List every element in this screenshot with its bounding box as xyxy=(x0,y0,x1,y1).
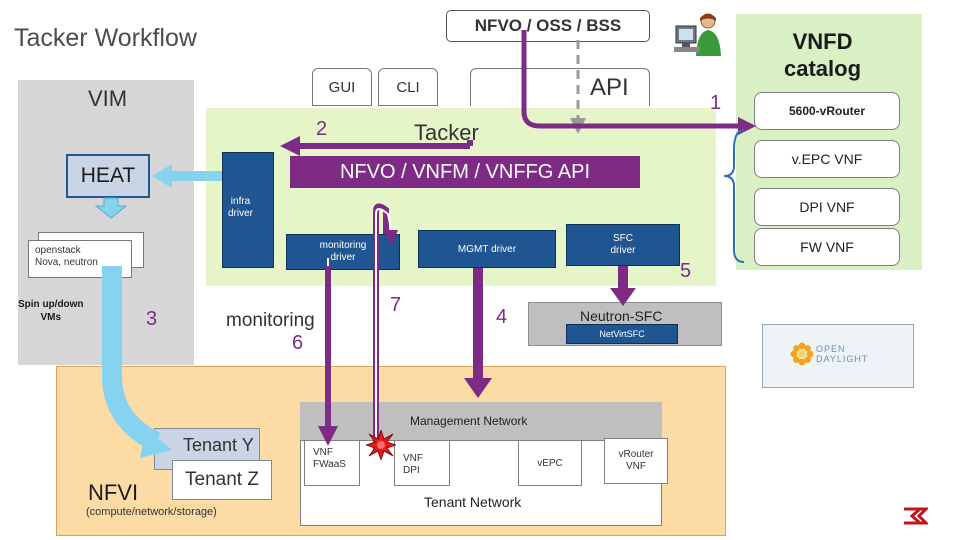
opendaylight-logo-text: OPEN DAYLIGHT xyxy=(816,344,869,364)
infra-driver-label: infra driver xyxy=(228,196,254,219)
monitoring-label: monitoring xyxy=(226,310,315,331)
catalog-item-dpi-vnf: DPI VNF xyxy=(754,188,900,226)
step-7-label: 7 xyxy=(390,294,402,316)
catalog-item-vepc-vnf: v.EPC VNF xyxy=(754,140,900,178)
gui-label: GUI xyxy=(328,78,356,96)
sfc-driver-box: SFC driver xyxy=(566,224,680,266)
monitoring-driver-box: monitoring driver xyxy=(286,234,400,270)
openstack-label: openstack Nova, neutron xyxy=(35,245,98,268)
nfvo-oss-bss-label: NFVO / OSS / BSS xyxy=(474,16,622,35)
nfvo-oss-bss-box: NFVO / OSS / BSS xyxy=(446,10,650,42)
nfvi-sub-label: (compute/network/storage) xyxy=(86,506,217,518)
nfvo-vnfm-vnffg-api-bar: NFVO / VNFM / VNFFG API xyxy=(290,156,640,188)
nfvi-label: NFVI xyxy=(88,480,139,505)
vnf-fwaas-box: VNF FWaaS xyxy=(304,440,360,486)
step-1-label: 1 xyxy=(710,92,722,114)
catalog-item-label: FW VNF xyxy=(800,239,854,255)
api-label: API xyxy=(590,74,629,101)
spin-up-label: Spin up/down VMs xyxy=(18,299,84,323)
management-network-label: Management Network xyxy=(410,414,528,428)
step-5-label: 5 xyxy=(680,260,692,282)
vnf-fwaas-label: VNF FWaaS xyxy=(313,447,346,470)
vepc-label: vEPC xyxy=(537,457,563,469)
vepc-box: vEPC xyxy=(518,440,582,486)
opendaylight-box xyxy=(762,324,914,388)
tenant-network-label: Tenant Network xyxy=(424,494,522,510)
step-2-label: 2 xyxy=(316,118,328,140)
tenant-network-area xyxy=(300,440,662,526)
tenant-z-box: Tenant Z xyxy=(172,460,272,500)
catalog-item-fw-vnf: FW VNF xyxy=(754,228,900,266)
opendaylight-flower-icon xyxy=(790,342,814,366)
cli-tab: CLI xyxy=(378,68,438,106)
netvirt-sfc-box: NetVirtSFC xyxy=(566,324,678,344)
neutron-sfc-label: Neutron-SFC xyxy=(580,308,663,324)
vim-label: VIM xyxy=(88,86,128,111)
step-3-label: 3 xyxy=(146,308,158,330)
catalog-item-label: 5600-vRouter xyxy=(788,104,866,118)
nfvo-vnfm-vnffg-api-label: NFVO / VNFM / VNFFG API xyxy=(339,160,591,183)
heat-box: HEAT xyxy=(66,154,150,198)
sfc-driver-label: SFC driver xyxy=(610,233,636,256)
catalog-item-5600-vrouter: 5600-vRouter xyxy=(754,92,900,130)
tenant-y-label: Tenant Y xyxy=(183,435,254,455)
page-title: Tacker Workflow xyxy=(14,24,197,52)
tacker-label: Tacker xyxy=(414,120,479,145)
gui-tab: GUI xyxy=(312,68,372,106)
monitoring-driver-label: monitoring driver xyxy=(319,240,367,263)
management-network-bar xyxy=(300,402,662,440)
netvirt-sfc-label: NetVirtSFC xyxy=(599,329,645,339)
catalog-title: VNFD catalog xyxy=(784,29,862,81)
user-at-computer-icon xyxy=(670,12,726,58)
vrouter-vnf-box: vRouter VNF xyxy=(604,438,668,484)
cli-label: CLI xyxy=(396,78,420,96)
step-4-label: 4 xyxy=(496,306,508,328)
catalog-item-label: v.EPC VNF xyxy=(791,151,863,167)
red-burst-alert-icon xyxy=(366,430,396,460)
mgmt-driver-box: MGMT driver xyxy=(418,230,556,268)
catalog-item-label: DPI VNF xyxy=(799,199,855,215)
openstack-box: openstack Nova, neutron xyxy=(28,240,132,278)
vnf-dpi-box: VNF DPI xyxy=(394,440,450,486)
vnf-dpi-label: VNF DPI xyxy=(403,453,423,476)
tenant-z-label: Tenant Z xyxy=(185,469,259,490)
vrouter-vnf-label: vRouter VNF xyxy=(618,449,654,472)
infra-driver-box xyxy=(222,152,274,268)
heat-label: HEAT xyxy=(80,164,136,187)
mgmt-driver-label: MGMT driver xyxy=(457,243,517,255)
company-logo-icon xyxy=(902,506,928,526)
step-6-label: 6 xyxy=(292,332,304,354)
